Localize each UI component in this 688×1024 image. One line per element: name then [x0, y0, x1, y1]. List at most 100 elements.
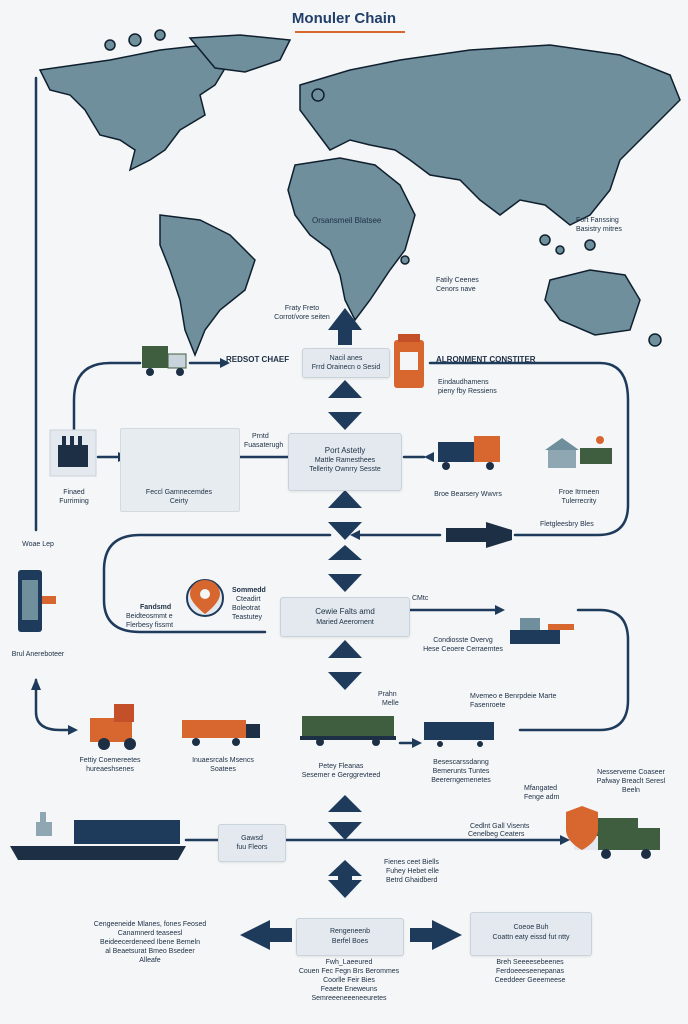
pin-text-1: Sommedd — [232, 587, 266, 594]
rail-panel — [120, 428, 240, 512]
row1-right-note-1: Eindaudhamens — [438, 379, 489, 386]
row2-note-2: Fuasaterugh — [244, 442, 284, 449]
row1-center-line2: Frrd Orainecn o Sesid — [311, 364, 381, 371]
factory-icon — [49, 429, 97, 477]
row4-c1-2: hureaeshsenes — [86, 766, 134, 773]
row2-center-line3: Tellerity Ownrry Sesste — [309, 466, 381, 473]
africa — [287, 157, 416, 322]
shield-icon — [566, 806, 598, 850]
bottom-left-3: Beideecerdeneed Ibene Bemeln — [99, 939, 201, 946]
bottom-right-text-3: Ceeddeer Geeemeese — [494, 977, 566, 984]
row3-right-label: CMtc — [412, 595, 429, 602]
warehouse-icon — [545, 436, 612, 468]
bottom-left-4: al Beaetsurat Bmeo Bsedeer — [105, 948, 195, 955]
bottom-center-text-1: Fwh_Laeeured — [325, 959, 373, 966]
server-icon — [18, 570, 56, 632]
bottom-right-box-2: Coattn eaty eissd fut ntty — [492, 934, 570, 941]
row4-right-note-2: Fenge adm — [524, 794, 560, 801]
pin-text-2: Cteadirt — [236, 596, 261, 603]
factory-label-2: Furriming — [59, 498, 89, 505]
factory-label-1: Finaed — [63, 489, 85, 496]
row4-c3-1: Petey Fleanas — [318, 763, 364, 770]
row3-left-title: Woae Lep — [22, 541, 54, 548]
map-label-center: Orsansmeil Blatsee — [312, 216, 382, 225]
truck-icon-row1 — [142, 346, 187, 376]
row6-note-3: Betrd Ghaidberd — [386, 877, 438, 884]
row1-right-label: ALRONMENT CONSTITER — [436, 355, 536, 364]
row5-box-line2: fuu Fleors — [236, 844, 268, 851]
row3-right-caption-2: Hese Ceoere Cerraemtes — [423, 646, 503, 653]
row3-center-line1: Cewie Falts amd — [315, 607, 375, 616]
upper-note-1: Fraty Freto — [284, 305, 320, 312]
truck-icon-row4 — [182, 720, 260, 746]
map-label-south-1: Fatily Ceenes — [436, 277, 479, 284]
row1-center-box: Nacil anes Frrd Orainecn o Sesid — [302, 348, 390, 378]
bottom-arrows — [240, 920, 462, 950]
rail-caption-2: Ceirty — [169, 498, 189, 505]
pin-left-1: Fandsmd — [140, 604, 172, 611]
row5-box-line1: Gawsd — [241, 835, 263, 842]
row3-right-caption-1: Condiosste Overvg — [433, 637, 493, 644]
row3-center-line2: Maried Aeerornent — [316, 619, 374, 626]
bottom-center-text-5: Semreeeneeeneeuretes — [311, 995, 387, 1002]
map-label-east-2: Basistry mitres — [576, 226, 622, 233]
eurasia — [299, 44, 681, 226]
greenland — [188, 34, 292, 73]
bottom-center-text-3: Coorlle Feir Bies — [323, 977, 375, 984]
row4-c4-2: Bemerunts Tuntes — [432, 768, 490, 775]
upper-note-2: Corrot/vore seiten — [274, 314, 330, 321]
row4-c3-2: Sesemer e Gerggrevteed — [301, 772, 381, 779]
row3-tool-label: Fletgleesbry Bles — [540, 521, 594, 528]
world-map — [38, 29, 681, 358]
row4-c1-1: Fettiy Coemereetes — [79, 757, 141, 764]
bottom-right-box-1: Coeoe Buh — [513, 924, 549, 931]
bottom-center-box: Rengeneenb Berfel Boes — [296, 918, 404, 956]
railcar-icon — [300, 716, 396, 746]
forklift-icon — [90, 704, 136, 750]
madagascar — [400, 255, 410, 265]
row4-truck-note-1: Nesserveme Coaseer — [597, 769, 665, 776]
row4-c4-1: Besescarssdanng — [433, 759, 489, 766]
row4-note-1: Prahn — [378, 691, 397, 698]
flow-wires — [34, 76, 630, 842]
row2-truck-caption: Broe Bearsery Wwvrs — [434, 491, 502, 498]
row3-center-box: Cewie Falts amd Maried Aeerornent — [280, 597, 410, 637]
pin-left-3: Flerbesy fissmt — [126, 622, 174, 629]
bottom-center-box-2: Berfel Boes — [331, 938, 369, 945]
row4-note-right-2: Fasenroete — [470, 702, 506, 709]
row5-right-sub: Cenelbeg Ceaters — [468, 831, 525, 838]
row5-right-label: Cedlnt Gall Visents — [470, 823, 530, 830]
title-underline — [295, 31, 405, 33]
row6-note-2: Fuhey Hebet elle — [386, 868, 439, 875]
row1-right-note-2: pieny fby Ressiens — [438, 388, 497, 395]
location-pin-icon — [186, 579, 224, 617]
container-car-icon — [424, 722, 494, 747]
bottom-right-text-1: Breh Seeeesebeenes — [496, 959, 564, 966]
map-label-south-2: Cenors nave — [436, 286, 476, 293]
row4-truck-note-2: Pafway Breaclt Seresl — [596, 778, 666, 785]
row5-box: Gawsd fuu Fleors — [218, 824, 286, 862]
row2-center-line1: Port Astetly — [324, 446, 366, 455]
row2-center-line2: Mattle Ramesthees — [314, 457, 376, 464]
row4-c2-2: Soatees — [210, 766, 236, 773]
pin-text-3: Boleotrat — [232, 605, 261, 612]
south-america — [159, 214, 256, 358]
row1-left-label: REDSOT CHAEF — [226, 355, 290, 364]
warehouse-caption-2: Tulerrecrity — [561, 498, 597, 505]
bottom-left-1: Cengeeneide Mlanes, fones Feosed — [93, 921, 207, 928]
page-title: Monuler Chain — [291, 10, 397, 27]
tool-icon — [446, 522, 512, 548]
uk-island — [311, 88, 325, 102]
pin-text-4: Teastutey — [232, 614, 262, 621]
new-zealand — [648, 333, 662, 347]
north-america — [38, 44, 232, 172]
rail-caption-1: Feccl Gamnecemdes — [145, 489, 213, 496]
bottom-center-text-2: Couen Fec Fegn Brs Berommes — [298, 968, 400, 975]
row2-note-1: Prntd — [252, 433, 269, 440]
row6-note-1: Fienes ceet Biells — [384, 859, 439, 866]
row4-c2-1: Inuaesrcals Msencs — [192, 757, 254, 764]
row1-center-line1: Nacil anes — [329, 355, 363, 362]
ship-icon — [10, 812, 186, 860]
row4-truck-note-3: Beeln — [622, 787, 640, 794]
